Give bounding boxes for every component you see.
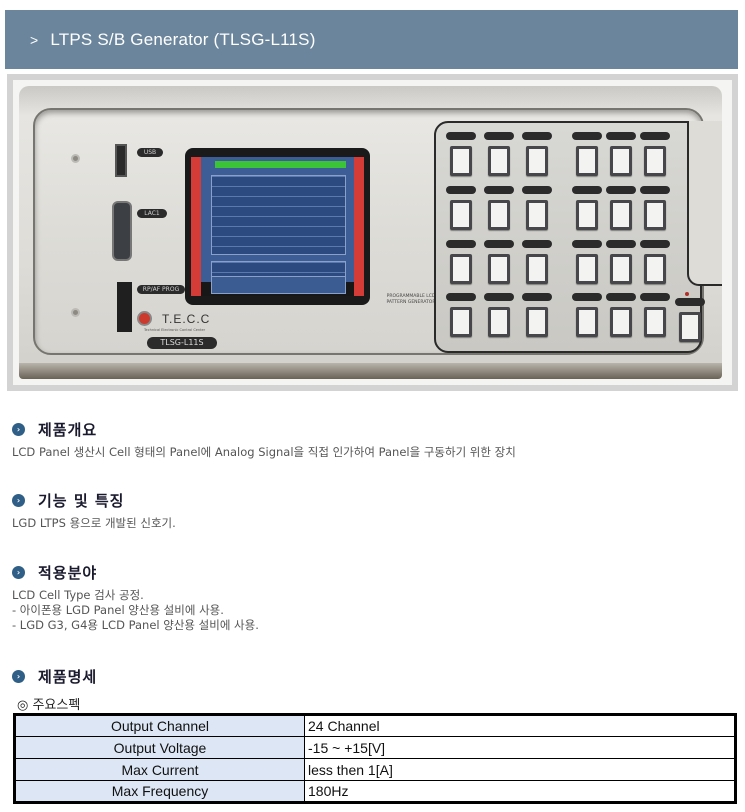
model-badge: TLSG-L11S (147, 337, 217, 349)
page-title: LTPS S/B Generator (TLSG-L11S) (50, 29, 316, 49)
key-6 (644, 200, 666, 230)
chevron-right-icon: > (30, 31, 39, 48)
spec-value: 180Hz (304, 780, 736, 803)
section-title: 기능 및 특징 (38, 491, 125, 510)
brand-subtitle: Technical Electronic Control Center (144, 328, 206, 332)
section-title: 적용분야 (38, 563, 98, 582)
circle-chevron-icon: › (12, 565, 25, 579)
spec-value: -15 ~ +15[V] (304, 736, 736, 759)
port-label-prog: RP/AF PROG (137, 285, 185, 294)
section-features: › 기능 및 특징 LGD LTPS 용으로 개발된 신호기. (12, 490, 176, 531)
circle-chevron-icon: › (12, 422, 25, 436)
spec-label: Max Frequency (14, 780, 305, 803)
section-title: 제품명세 (38, 667, 98, 686)
key-1 (576, 254, 598, 284)
section-specs: › 제품명세 (12, 666, 97, 686)
table-row: Output Voltage -15 ~ +15[V] (14, 736, 736, 759)
spec-value: 24 Channel (304, 714, 736, 737)
brand-name: T.E.C.C (162, 312, 211, 326)
prog-port (117, 282, 132, 332)
key-center (488, 307, 510, 337)
key-4 (576, 200, 598, 230)
key-minus (526, 254, 548, 284)
brand-logo-icon (137, 311, 152, 326)
key-edit (450, 254, 472, 284)
key-right (526, 307, 548, 337)
key-up (450, 146, 472, 176)
circle-chevron-icon: › (12, 493, 25, 507)
screw-icon (71, 154, 80, 163)
key-7 (576, 146, 598, 176)
spec-label: Output Channel (14, 714, 305, 737)
section-text: LCD Panel 생산시 Cell 형태의 Panel에 Analog Sig… (12, 445, 516, 459)
section-title: 제품개요 (38, 420, 98, 439)
key-3 (644, 254, 666, 284)
section-overview: › 제품개요 LCD Panel 생산시 Cell 형태의 Panel에 Ana… (12, 419, 516, 460)
key-dot (610, 307, 632, 337)
port-label-lac: LAC1 (137, 209, 167, 218)
status-led (685, 292, 689, 296)
serial-port (112, 201, 132, 261)
spec-table: Output Channel 24 Channel Output Voltage… (13, 713, 737, 804)
spec-value: less then 1[A] (304, 758, 736, 781)
key-down (526, 146, 548, 176)
lcd-display (185, 148, 370, 305)
table-row: Max Frequency 180Hz (14, 780, 736, 803)
key-start (679, 312, 701, 342)
key-9 (644, 146, 666, 176)
section-text: LGD LTPS 용으로 개발된 신호기. (12, 516, 176, 530)
key-model (450, 200, 472, 230)
spec-label: Output Voltage (14, 736, 305, 759)
product-photo: USB LAC1 RP/AF PROG T.E.C.C Technical El… (7, 74, 738, 391)
section-text: - LGD G3, G4용 LCD Panel 양산용 설비에 사용. (12, 618, 259, 632)
key-enter (644, 307, 666, 337)
section-text: LCD Cell Type 검사 공정. (12, 588, 144, 602)
spec-caption: ◎ 주요스펙 (17, 698, 81, 713)
table-row: Output Channel 24 Channel (14, 714, 736, 737)
spec-label: Max Current (14, 758, 305, 781)
circle-chevron-icon: › (12, 669, 25, 683)
key-mid (488, 146, 510, 176)
table-row: Max Current less then 1[A] (14, 758, 736, 781)
usb-port (115, 144, 127, 177)
port-label-usb: USB (137, 148, 163, 157)
key-2 (610, 254, 632, 284)
screw-icon (71, 308, 80, 317)
page-title-bar: > LTPS S/B Generator (TLSG-L11S) (5, 10, 738, 69)
device-front-panel: USB LAC1 RP/AF PROG T.E.C.C Technical El… (19, 86, 722, 379)
key-plus (488, 254, 510, 284)
panel-label: PROGRAMMABLE LCD PATTERN GENERATOR (386, 294, 436, 305)
section-text: - 아이폰용 LGD Panel 양산용 설비에 사용. (12, 603, 224, 617)
key-left (450, 307, 472, 337)
key-function (526, 200, 548, 230)
key-8 (610, 146, 632, 176)
section-applications: › 적용분야 LCD Cell Type 검사 공정. - 아이폰용 LGD P… (12, 562, 259, 633)
key-0 (576, 307, 598, 337)
key-pattern (488, 200, 510, 230)
key-5 (610, 200, 632, 230)
